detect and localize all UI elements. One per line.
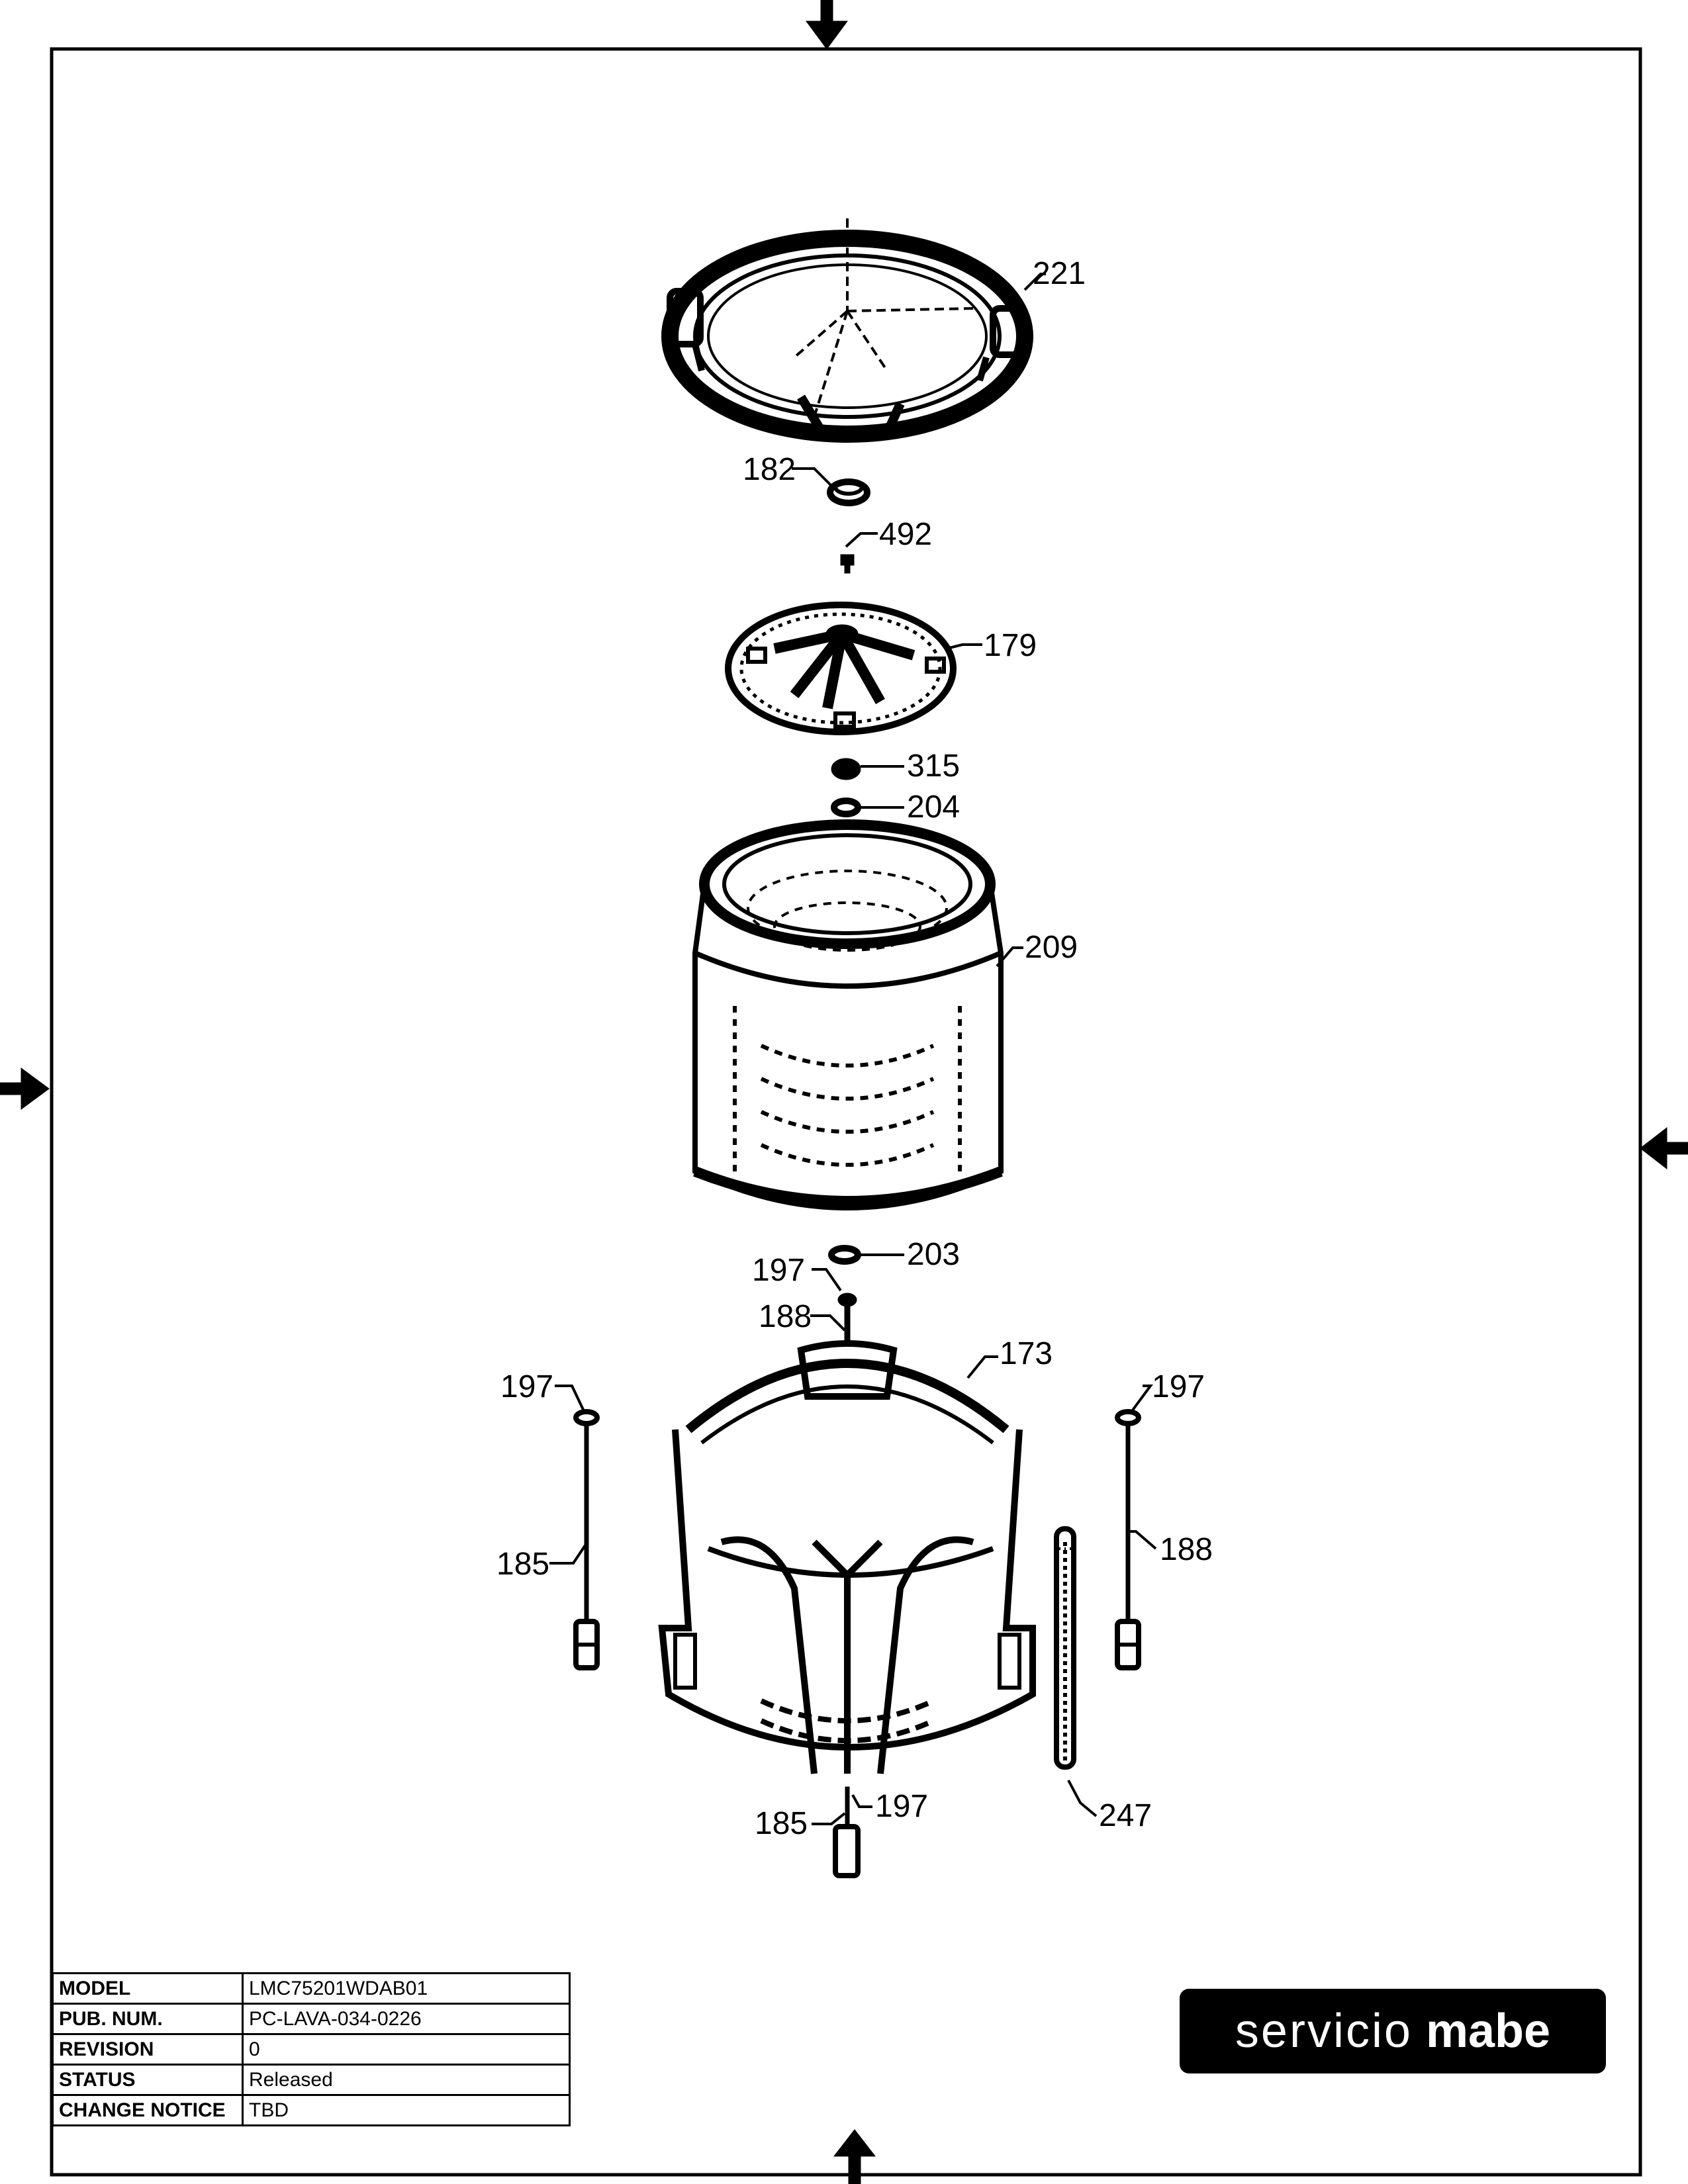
status-value: Released [242, 2064, 571, 2096]
model-value: LMC75201WDAB01 [242, 1972, 571, 2005]
drawing-border [50, 47, 1642, 2177]
callout-179: 179 [984, 628, 1037, 663]
part-185-suspension-rod-left [573, 1409, 600, 1670]
callout-221: 221 [1033, 256, 1086, 291]
logo-text-mabe: mabe [1425, 2005, 1551, 2058]
part-221-tub-ring [661, 218, 1033, 443]
part-209-basket [692, 819, 1004, 1210]
table-row: MODEL LMC75201WDAB01 [52, 1972, 571, 2005]
title-block-table: MODEL LMC75201WDAB01 PUB. NUM. PC-LAVA-0… [52, 1972, 571, 2126]
registration-arrow-left [0, 1068, 50, 1110]
part-188-suspension-rod-right [1115, 1409, 1141, 1670]
callout-197-right: 197 [1152, 1369, 1205, 1404]
callout-188-right: 188 [1160, 1532, 1213, 1567]
part-247-hose [1054, 1526, 1076, 1770]
revision-value: 0 [242, 2033, 571, 2066]
model-label: MODEL [52, 1972, 244, 2005]
callout-247: 247 [1099, 1798, 1152, 1833]
table-row: PUB. NUM. PC-LAVA-034-0226 [52, 2003, 571, 2035]
registration-arrow-bottom [833, 2129, 876, 2184]
table-row: REVISION 0 [52, 2033, 571, 2066]
callout-492: 492 [879, 517, 933, 552]
callout-315: 315 [907, 749, 961, 784]
revision-label: REVISION [52, 2033, 244, 2066]
part-315-nut [831, 758, 861, 780]
callout-209: 209 [1025, 930, 1078, 965]
change-notice-label: CHANGE NOTICE [52, 2094, 244, 2126]
callout-182: 182 [743, 452, 796, 487]
logo-text-servicio: servicio [1235, 2005, 1413, 2058]
part-492-bolt [840, 554, 855, 574]
registration-arrow-right [1640, 1126, 1688, 1170]
registration-arrow-top [806, 0, 848, 50]
callout-197-bottom: 197 [875, 1789, 929, 1824]
table-row: CHANGE NOTICE TBD [52, 2094, 571, 2126]
callout-203: 203 [907, 1237, 961, 1272]
callout-173: 173 [1000, 1336, 1053, 1371]
part-185-suspension-rod-bottom [833, 1786, 861, 1878]
table-row: STATUS Released [52, 2064, 571, 2096]
callout-185-left: 185 [496, 1547, 550, 1582]
part-179-impeller [725, 602, 957, 735]
callout-197-center: 197 [752, 1253, 806, 1288]
part-182-cap [827, 478, 870, 506]
part-173-outer-tub [658, 1340, 1036, 1774]
callout-188-center: 188 [759, 1299, 812, 1334]
part-188-center-rod-top [837, 1293, 857, 1344]
callout-185-bottom: 185 [755, 1806, 808, 1841]
part-204-washer [831, 797, 861, 817]
servicio-mabe-logo: servicio mabe [1180, 1989, 1606, 2073]
callout-204: 204 [907, 790, 961, 825]
status-label: STATUS [52, 2064, 244, 2096]
callout-197-left: 197 [500, 1369, 554, 1404]
pub-num-label: PUB. NUM. [52, 2003, 244, 2035]
pub-num-value: PC-LAVA-034-0226 [242, 2003, 571, 2035]
leader-lines [549, 273, 1157, 1825]
change-notice-value: TBD [242, 2094, 571, 2126]
part-203-washer [828, 1245, 861, 1265]
